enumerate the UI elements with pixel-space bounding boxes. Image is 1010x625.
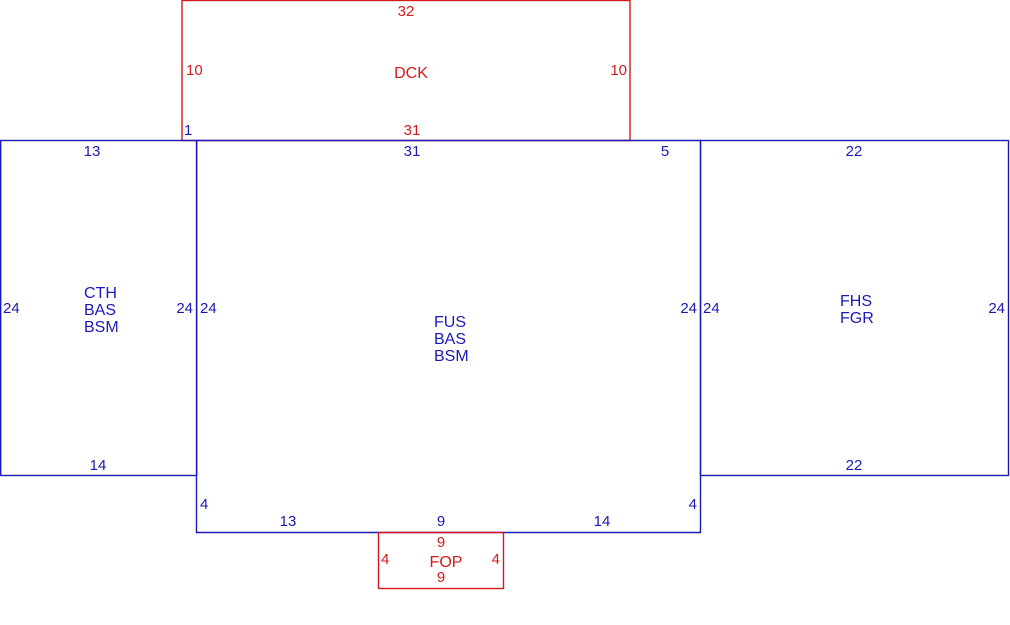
dck-dim-corner: 1 (184, 122, 192, 139)
cth-dim-top: 13 (84, 143, 101, 160)
fhs-code-1: FHS (840, 293, 872, 310)
dck-dim-bottom: 31 (404, 122, 421, 139)
fus-code-2: BAS (434, 331, 466, 348)
fus-dim-bottom-left: 13 (280, 513, 297, 530)
fhs-dim-top: 22 (846, 143, 863, 160)
fus-dim-left: 24 (200, 300, 217, 317)
fus-dim-bottom-right: 14 (594, 513, 611, 530)
fus-dim-top-right: 5 (661, 143, 669, 160)
fop-dim-right: 4 (492, 551, 500, 568)
area-fop[interactable]: 9 4 4 9 FOP (377, 531, 505, 590)
fop-outline (377, 531, 505, 590)
fus-dim-right: 24 (680, 300, 697, 317)
cth-dim-right: 24 (176, 300, 193, 317)
fop-dim-bottom: 9 (437, 569, 445, 586)
cth-dim-left: 24 (3, 300, 20, 317)
fhs-dim-right: 24 (988, 300, 1005, 317)
cth-dim-bottom: 14 (90, 457, 107, 474)
area-dck[interactable]: 32 10 10 31 1 DCK (181, 0, 631, 142)
dck-dim-right: 10 (610, 62, 627, 79)
fus-code-3: BSM (434, 348, 469, 365)
dck-dim-top: 32 (398, 3, 415, 20)
fus-code-1: FUS (434, 314, 466, 331)
fus-dim-bottom-mid: 9 (437, 513, 445, 530)
dck-code: DCK (394, 65, 428, 82)
fhs-dim-bottom: 22 (846, 457, 863, 474)
cth-code-2: BAS (84, 302, 116, 319)
fop-code: FOP (430, 554, 463, 571)
fus-dim-top: 31 (404, 143, 421, 160)
fop-dim-left: 4 (381, 551, 389, 568)
fus-outline (195, 139, 702, 534)
fus-dim-bottom-left-step: 4 (200, 496, 208, 513)
cth-code-1: CTH (84, 285, 117, 302)
area-fhs[interactable]: 22 24 24 22 FHS FGR (699, 139, 1010, 477)
area-cth[interactable]: 13 24 24 14 CTH BAS BSM (0, 139, 198, 477)
fop-dim-top: 9 (437, 534, 445, 551)
fhs-outline (699, 139, 1010, 477)
fhs-dim-left: 24 (703, 300, 720, 317)
area-fus[interactable]: 31 5 24 24 4 4 13 9 14 FUS BAS BSM (195, 139, 702, 534)
cth-code-3: BSM (84, 319, 119, 336)
dck-dim-left: 10 (186, 62, 203, 79)
fhs-code-2: FGR (840, 310, 874, 327)
fus-dim-bottom-right-step: 4 (689, 496, 697, 513)
